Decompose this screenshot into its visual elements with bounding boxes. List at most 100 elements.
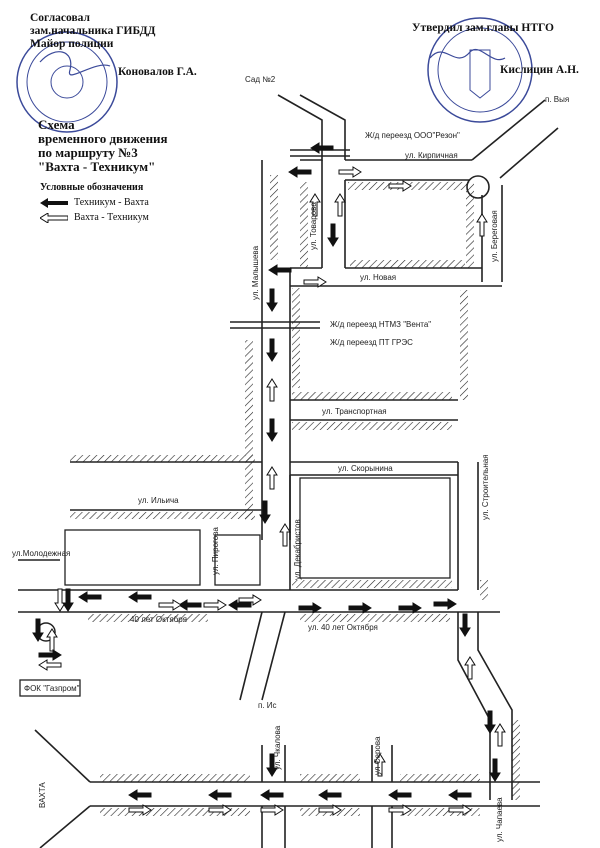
label-dekabristov: ул. Декабристов: [293, 519, 302, 580]
route-arrow-filled: [228, 599, 252, 611]
legend-heading: Условные обозначения: [40, 182, 144, 193]
route-arrow-hollow: [266, 466, 278, 490]
approval-left-line2: зам.начальника ГИБДД: [30, 25, 156, 37]
legend-item-hollow: Вахта - Техникум: [40, 210, 149, 225]
route-arrow-hollow: [334, 193, 346, 217]
route-arrow-filled: [128, 789, 152, 801]
label-chapaeva: ул. Чапаева: [495, 797, 504, 842]
approval-right-signer: Кислицин А.Н.: [500, 64, 579, 76]
route-arrow-filled: [128, 591, 152, 603]
signature-left: [39, 51, 111, 76]
route-arrow-filled: [348, 602, 372, 614]
route-arrow-hollow: [374, 753, 386, 777]
map-labels: Сад №2 Ж/д переезд ООО"Резон" п. Выя ул.…: [12, 75, 569, 842]
route-arrow-hollow: [494, 723, 506, 747]
route-arrow-filled: [178, 599, 202, 611]
title-line2: временного движения: [38, 131, 168, 146]
label-fok: ФОК "Газпром": [24, 684, 80, 693]
fok-building: [19, 679, 81, 697]
hollow-arrow-icon: [40, 212, 68, 223]
approval-right-line1: Утвердил зам.главы НТГО: [412, 22, 554, 34]
route-arrow-hollow: [266, 378, 278, 402]
route-arrow-filled: [266, 753, 278, 777]
label-beregovaya: ул. Береговая: [490, 210, 499, 262]
route-arrow-hollow: [338, 166, 362, 178]
route-arrow-filled: [388, 789, 412, 801]
label-vyya: п. Выя: [545, 95, 569, 104]
label-rezon: Ж/д переезд ООО"Резон": [365, 131, 460, 140]
route-arrow-filled: [38, 649, 62, 661]
label-malysheva: ул. Малышева: [251, 245, 260, 300]
route-arrow-hollow: [279, 523, 291, 547]
route-arrow-filled: [266, 288, 278, 312]
approval-left-line1: Согласовал: [30, 12, 90, 24]
route-arrows: [32, 142, 506, 816]
route-arrow-hollow: [260, 804, 284, 816]
route-arrow-filled: [484, 710, 496, 734]
route-arrow-filled: [288, 166, 312, 178]
approval-left-line3: Майор полиции: [30, 38, 114, 50]
label-transportnaya: ул. Транспортная: [322, 407, 387, 416]
label-vakhta: ВАХТА: [38, 782, 47, 808]
label-chkalova: ул. Чкалова: [273, 725, 282, 770]
route-arrow-filled: [327, 223, 339, 247]
block-outlines: [64, 477, 451, 586]
route-arrow-hollow: [388, 180, 412, 192]
stamp-left: [16, 31, 118, 133]
approval-right: Утвердил зам.главы НТГО: [412, 22, 554, 35]
route-arrow-filled: [398, 602, 422, 614]
route-arrow-filled: [32, 618, 44, 642]
route-arrow-hollow: [303, 276, 327, 288]
signature-right: [429, 49, 506, 61]
legend-item-filled-label: Техникум - Вахта: [74, 197, 149, 208]
route-arrow-hollow: [208, 804, 232, 816]
route-arrow-hollow: [128, 804, 152, 816]
legend-item-hollow-label: Вахта - Техникум: [74, 212, 149, 223]
approval-left-signer: Коновалов Г.А.: [118, 66, 197, 78]
route-arrow-filled: [318, 789, 342, 801]
label-kirpichnaya: ул. Кирпичная: [405, 151, 458, 160]
route-arrow-filled: [489, 758, 501, 782]
stamp-right: [427, 17, 533, 123]
route-arrow-hollow: [54, 588, 66, 612]
route-arrow-hollow: [238, 594, 262, 606]
route-arrow-filled: [208, 789, 232, 801]
route-arrow-filled: [62, 588, 74, 612]
label-pt-gres: Ж/д переезд ПТ ГРЭС: [330, 338, 413, 347]
route-arrow-filled: [268, 264, 292, 276]
route-arrow-hollow: [203, 599, 227, 611]
route-arrow-hollow: [318, 804, 342, 816]
route-arrow-filled: [459, 613, 471, 637]
label-skorynina: ул. Скорынина: [338, 464, 393, 473]
label-sad2: Сад №2: [245, 75, 276, 84]
route-arrow-filled: [433, 598, 457, 610]
label-stroitelnaya: ул. Строительная: [481, 454, 490, 520]
route-arrow-filled: [260, 789, 284, 801]
label-serova: ул Серова: [373, 736, 382, 775]
route-arrow-hollow: [158, 599, 182, 611]
route-arrow-hollow: [388, 804, 412, 816]
route-arrow-filled: [298, 602, 322, 614]
legend-item-filled: Техникум - Вахта: [40, 195, 149, 210]
scheme-title: Схема временного движения по маршруту №3…: [38, 118, 168, 174]
route-arrow-hollow: [46, 628, 58, 652]
title-line3: по маршруту №3: [38, 145, 138, 160]
route-arrow-filled: [266, 338, 278, 362]
route-arrow-hollow: [464, 656, 476, 680]
label-ntmz: Ж/д переезд НТМЗ "Вента": [330, 320, 431, 329]
label-is: п. Ис: [258, 701, 277, 710]
route-arrow-filled: [266, 418, 278, 442]
route-arrow-hollow: [38, 659, 62, 671]
title-line1: Схема: [38, 117, 75, 132]
route-arrow-filled: [448, 789, 472, 801]
route-arrow-filled: [259, 500, 271, 524]
label-pirogova: ул. Пирогова: [211, 527, 220, 575]
label-novaya: ул. Новая: [360, 273, 396, 282]
label-molodezhnaya: ул.Молодежная: [12, 549, 70, 558]
filled-arrow-icon: [40, 197, 68, 208]
legend: Условные обозначения Техникум - Вахта Ва…: [40, 180, 149, 225]
title-line4: "Вахта - Техникум": [38, 159, 156, 174]
route-arrow-filled: [78, 591, 102, 603]
approval-left: Согласовал зам.начальника ГИБДД Майор по…: [30, 12, 155, 51]
